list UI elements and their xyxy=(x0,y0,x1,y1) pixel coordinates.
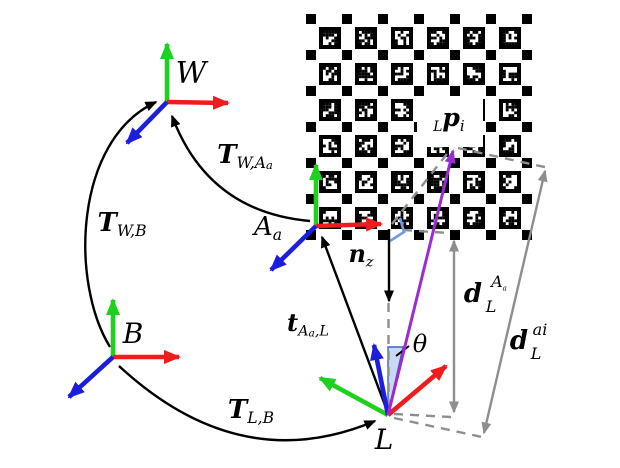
apriltag xyxy=(355,27,377,49)
frame-W-axis-blue xyxy=(125,100,169,145)
frame-L-axis-blue xyxy=(370,343,391,416)
apriltag xyxy=(355,63,377,85)
apriltag xyxy=(463,27,485,49)
board-white-patch xyxy=(417,97,483,147)
arrow-T-W-Aa xyxy=(170,114,311,223)
apriltag xyxy=(355,135,377,157)
apriltag xyxy=(355,99,377,121)
frame-Aa-axis-red xyxy=(315,217,383,232)
arrow-T-W-B xyxy=(84,100,158,348)
apriltag xyxy=(391,135,413,157)
apriltag xyxy=(499,99,521,121)
apriltag xyxy=(463,207,485,229)
apriltag xyxy=(427,27,449,49)
apriltag xyxy=(391,99,413,121)
apriltag xyxy=(463,171,485,193)
apriltag xyxy=(319,27,341,49)
apriltag xyxy=(355,171,377,193)
dash-L-horizontal xyxy=(393,412,452,419)
apriltag xyxy=(319,63,341,85)
apriltag xyxy=(391,63,413,85)
frame-L-axis-green xyxy=(318,375,390,418)
dash-board-level xyxy=(402,228,449,235)
apriltag xyxy=(463,63,485,85)
apriltag xyxy=(319,99,341,121)
frame-Aa-axis-blue xyxy=(269,224,318,272)
apriltag xyxy=(499,27,521,49)
apriltag xyxy=(391,207,413,229)
apriltag xyxy=(499,135,521,157)
apriltag xyxy=(499,207,521,229)
dash-L-diagonal xyxy=(393,416,483,439)
arrow-t-Aa-L xyxy=(320,235,388,409)
apriltag xyxy=(319,135,341,157)
apriltag xyxy=(427,63,449,85)
arrow-T-L-B xyxy=(118,365,377,442)
apriltag xyxy=(499,63,521,85)
perpendicular-marker xyxy=(389,217,406,243)
measure-d-L-ai xyxy=(481,169,548,435)
frame-B-axis-blue xyxy=(67,355,115,399)
frame-L-axis-red xyxy=(386,364,448,417)
apriltag xyxy=(319,171,341,193)
apriltag xyxy=(391,27,413,49)
vector-p-i xyxy=(386,149,456,416)
apriltag xyxy=(391,171,413,193)
apriltag xyxy=(499,171,521,193)
frame-W-axis-red xyxy=(166,95,230,110)
